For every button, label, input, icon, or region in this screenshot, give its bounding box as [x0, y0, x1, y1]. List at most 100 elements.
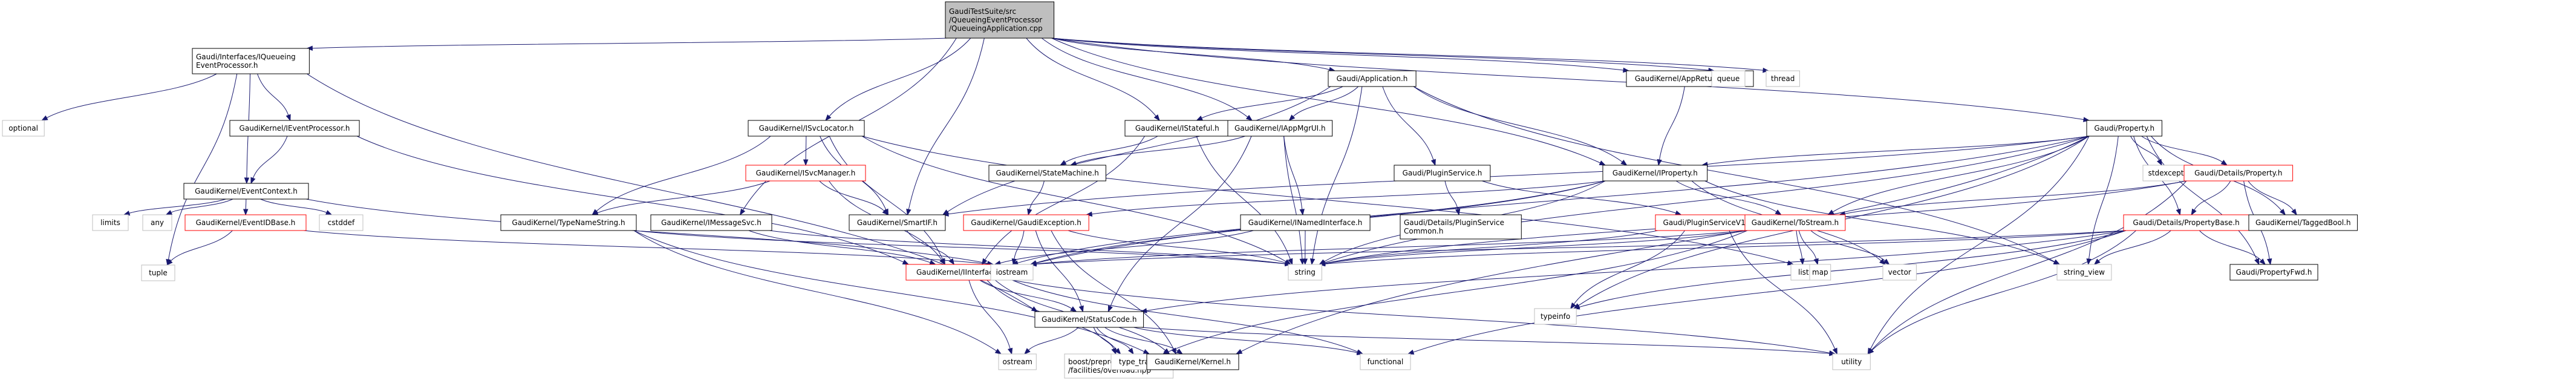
node-box — [1832, 353, 1871, 370]
node-label: queue — [1717, 74, 1740, 83]
node-label: thread — [1771, 74, 1795, 83]
node-gaudi-details-property-h[interactable]: Gaudi/Details/Property.h — [2183, 165, 2294, 182]
node-box — [1602, 165, 1708, 182]
node-gaudi-pluginservicev1-h[interactable]: Gaudi/PluginServiceV1.h — [1655, 214, 1761, 231]
node-box — [141, 264, 175, 281]
node-label: Gaudi/Details/Property.h — [2194, 169, 2282, 177]
node-gaudi-propertyfwd-h[interactable]: Gaudi/PropertyFwd.h — [2229, 264, 2318, 281]
node-gaudi-pluginservice-h[interactable]: Gaudi/PluginService.h — [1394, 165, 1491, 182]
node-gaudikernel-typenamestring-h[interactable]: GaudiKernel/TypeNameString.h — [500, 214, 637, 231]
nodes-layer: GaudiTestSuite/src/QueueingEventProcesso… — [2, 1, 2358, 379]
node-box — [650, 214, 772, 231]
node-label: functional — [1368, 358, 1404, 366]
edge-istateful-to-iinterface — [981, 136, 1145, 266]
edge-root-to-iappmgrui — [1042, 38, 1253, 121]
edge-isvcloc-to-typename — [592, 136, 771, 215]
edge-line — [769, 230, 1286, 264]
node-optional: optional — [2, 120, 45, 137]
node-typeinfo: typeinfo — [1534, 308, 1577, 325]
node-label: Common.h — [1404, 227, 1443, 235]
arrowhead-icon — [1762, 67, 1770, 73]
edge-line — [2199, 230, 2262, 261]
edge-property-to-smartif — [942, 136, 2090, 217]
node-label: tuple — [149, 269, 168, 277]
arrowhead-icon — [2156, 159, 2162, 166]
node-gaudikernel-statuscode-h[interactable]: GaudiKernel/StatusCode.h — [1034, 311, 1144, 328]
node-gaudikernel-inamedinterface-h[interactable]: GaudiKernel/INamedInterface.h — [1240, 214, 1371, 231]
edge-line — [1014, 230, 1025, 260]
edge-line — [1068, 230, 1286, 263]
edge-line — [1283, 136, 1303, 210]
node-label: GaudiKernel/EventContext.h — [195, 187, 298, 195]
node-gaudikernel-ieventprocessor-h[interactable]: GaudiKernel/IEventProcessor.h — [229, 120, 360, 137]
arrowhead-icon — [1008, 347, 1013, 355]
edge-line — [908, 38, 985, 210]
arrowhead-icon — [2259, 258, 2266, 265]
edge-line — [1035, 230, 2127, 264]
node-label: GaudiKernel/EventIDBase.h — [196, 218, 296, 227]
node-label: Gaudi/Details/PropertyBase.h — [2133, 218, 2239, 227]
edge-line — [2089, 136, 2119, 260]
edge-line — [1035, 230, 1748, 264]
edge-iep-to-evctx — [250, 136, 288, 185]
edge-line — [1141, 327, 1830, 354]
edge-line — [252, 136, 288, 178]
edge-line — [948, 136, 2090, 215]
node-label: Gaudi/Details/PluginService — [1404, 218, 1504, 227]
node-queue: queue — [1711, 70, 1746, 87]
arrowhead-icon — [1107, 305, 1113, 313]
node-gaudikernel-statemachine-h[interactable]: GaudiKernel/StateMachine.h — [988, 165, 1106, 182]
edge-line — [861, 136, 1286, 262]
edge-line — [819, 180, 885, 212]
node-gaudikernel-tostream-h[interactable]: GaudiKernel/ToStream.h — [1744, 214, 1846, 231]
edge-propbase-to-iostream — [1029, 230, 2127, 267]
node-gaudikernel-istateful-h[interactable]: GaudiKernel/IStateful.h — [1124, 120, 1230, 137]
node-cstddef: cstddef — [319, 214, 364, 231]
node-box — [319, 214, 364, 231]
arrowhead-icon — [1245, 114, 1253, 121]
node-gaudi-property-h[interactable]: Gaudi/Property.h — [2086, 120, 2162, 137]
edge-iinterface-to-statuscode — [979, 280, 1077, 312]
arrowhead-icon — [1832, 347, 1837, 355]
node-gaudikernel-iappmgrui-h[interactable]: GaudiKernel/IAppMgrUI.h — [1227, 120, 1333, 137]
edge-iinterface-to-ostream — [968, 280, 1013, 355]
arrowhead-icon — [243, 209, 249, 216]
edge-line — [1110, 136, 1252, 307]
node-gaudi-details-propertybase-h[interactable]: Gaudi/Details/PropertyBase.h — [2123, 214, 2249, 231]
node-gaudikernel-iproperty-h[interactable]: GaudiKernel/IProperty.h — [1602, 165, 1708, 182]
edge-app-to-iproperty — [1413, 86, 1628, 166]
node-utility: utility — [1832, 353, 1871, 370]
arrowhead-icon — [2291, 208, 2297, 216]
node-gauditestsuite-src-queueingeventprocessor-queueingapplication-cpp[interactable]: GaudiTestSuite/src/QueueingEventProcesso… — [945, 1, 1055, 39]
edge-iqep-to-iep — [257, 73, 291, 122]
arrowhead-icon — [1599, 160, 1606, 166]
arrowhead-icon — [1115, 348, 1121, 355]
node-any: any — [142, 214, 172, 231]
edge-line — [1293, 86, 1359, 117]
arrowhead-icon — [2093, 258, 2101, 265]
arrowhead-icon — [1570, 302, 1576, 310]
node-gaudikernel-smartif-h[interactable]: GaudiKernel/SmartIF.h — [849, 214, 946, 231]
node-label: iostream — [996, 268, 1028, 277]
node-box — [183, 183, 309, 200]
edge-root-to-thread — [1051, 38, 1770, 73]
node-gaudikernel-eventcontext-h[interactable]: GaudiKernel/EventContext.h — [183, 183, 309, 200]
node-gaudikernel-gaudiexception-h[interactable]: GaudiKernel/GaudiException.h — [963, 214, 1089, 231]
edge-line — [129, 198, 226, 214]
edge-line — [947, 86, 1331, 212]
node-gaudikernel-isvclocator-h[interactable]: GaudiKernel/ISvcLocator.h — [748, 120, 865, 137]
node-gaudikernel-taggedbool-h[interactable]: GaudiKernel/TaggedBool.h — [2248, 214, 2358, 231]
node-iostream: iostream — [990, 264, 1034, 281]
node-label: GaudiKernel/SmartIF.h — [857, 218, 937, 227]
arrowhead-icon — [1430, 159, 1436, 166]
node-gaudikernel-eventidbase-h[interactable]: GaudiKernel/EventIDBase.h — [184, 214, 307, 231]
edge-line — [1026, 38, 1156, 117]
node-gaudikernel-imessagesvc-h[interactable]: GaudiKernel/IMessageSvc.h — [650, 214, 772, 231]
node-gaudi-application-h[interactable]: Gaudi/Application.h — [1328, 70, 1417, 87]
node-gaudi-interfaces-iqueueingeventprocessor-h[interactable]: Gaudi/Interfaces/IQueueingEventProcessor… — [192, 48, 310, 74]
node-box — [963, 214, 1089, 231]
node-box — [2248, 214, 2358, 231]
node-gaudikernel-kernel-h[interactable]: GaudiKernel/Kernel.h — [1146, 353, 1239, 370]
node-gaudikernel-isvcmanager-h[interactable]: GaudiKernel/ISvcManager.h — [745, 165, 866, 182]
